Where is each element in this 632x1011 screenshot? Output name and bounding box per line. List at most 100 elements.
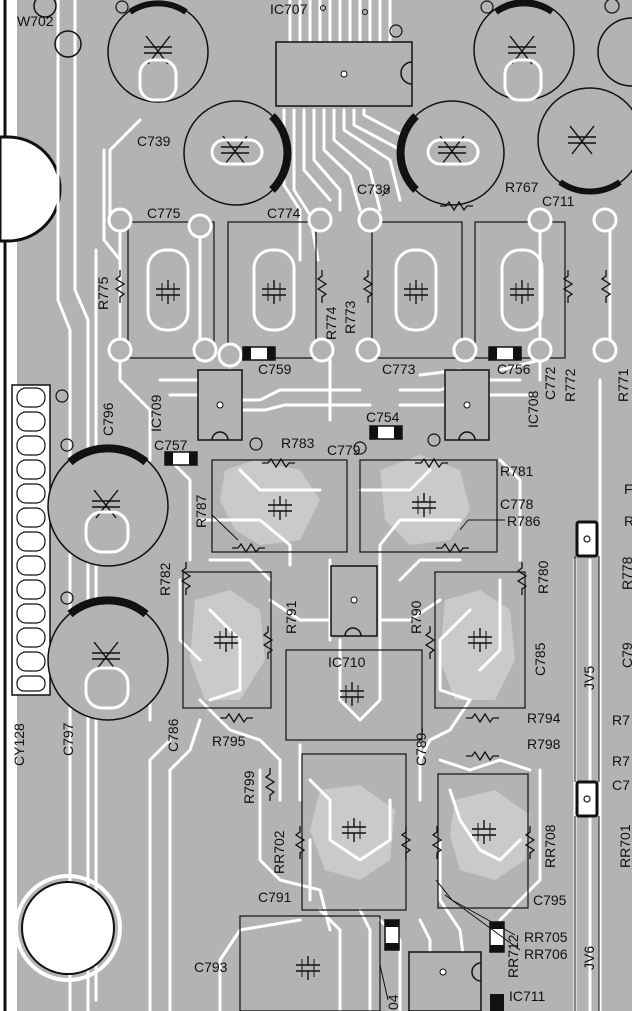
label-edge-c7: C7 xyxy=(612,777,630,793)
label-edge-r: R xyxy=(624,513,632,529)
label-c738: C738 xyxy=(357,181,391,197)
label-c754: C754 xyxy=(366,409,400,425)
label-rr712: RR712 xyxy=(505,934,521,978)
ic-ic711 xyxy=(408,951,482,1011)
cap-box-c773 xyxy=(371,221,463,359)
label-edge-04: 04 xyxy=(385,994,401,1010)
label-c773: C773 xyxy=(382,361,416,377)
label-r786: R786 xyxy=(507,513,541,529)
cap-box-ic710-area xyxy=(285,649,423,741)
label-r795: R795 xyxy=(212,733,246,749)
ic-ic707 xyxy=(275,5,413,107)
label-r790: R790 xyxy=(408,600,424,634)
label-c789: C789- xyxy=(413,728,429,766)
label-r773: R773 xyxy=(342,300,358,334)
label-jv5: JV5 xyxy=(581,666,597,690)
label-c774: C774 xyxy=(267,205,301,221)
label-r781: R781 xyxy=(500,463,534,479)
mounting-hole-bottom xyxy=(21,881,115,975)
ecap-c739 xyxy=(183,100,292,206)
label-ic708: IC708 xyxy=(525,390,541,428)
cap-box-c786 xyxy=(182,571,272,709)
label-cy128: CY128 xyxy=(11,723,27,766)
label-jv6: JV6 xyxy=(581,946,597,970)
label-ic711: IC711 xyxy=(509,988,546,1004)
label-ic710: IC710 xyxy=(328,654,366,670)
resistor-symbols xyxy=(114,200,612,859)
pad-w702 xyxy=(33,0,57,18)
label-c778: C778 xyxy=(500,496,534,512)
ic-ic708 xyxy=(444,369,490,441)
label-r799: R799 xyxy=(241,770,257,804)
label-c785: C785 xyxy=(532,642,548,676)
smd-caps xyxy=(164,346,522,1011)
label-rr708: RR708 xyxy=(542,824,558,868)
label-r775: R775 xyxy=(95,276,111,310)
label-r794: R794 xyxy=(527,710,561,726)
connector-cy128 xyxy=(11,384,51,696)
label-edge-r7a: R7 xyxy=(612,712,630,728)
label-ic709: IC709 xyxy=(148,394,164,432)
label-r791: R791 xyxy=(283,600,299,634)
ecap-r767 xyxy=(537,87,632,195)
cap-box-c779 xyxy=(211,459,348,553)
ic-ic710 xyxy=(330,565,378,637)
label-r787: R787 xyxy=(193,494,209,528)
label-c711: C711 xyxy=(542,193,575,209)
label-r767: R767 xyxy=(505,179,539,195)
label-c779: C779 xyxy=(327,442,361,458)
cap-box-c775 xyxy=(127,221,215,359)
label-r780: R780 xyxy=(535,560,551,594)
cap-box-c778 xyxy=(359,459,498,553)
board-edge-notch xyxy=(0,135,62,243)
label-rr702: RR702 xyxy=(271,830,287,874)
ic-ic709 xyxy=(197,369,243,441)
label-ic707: IC707 xyxy=(270,1,308,17)
label-rr701: RR701 xyxy=(617,824,632,868)
jumper-jv5-bottom xyxy=(575,780,599,818)
cap-box-c795 xyxy=(437,773,529,909)
leader-lines xyxy=(211,187,521,1001)
ecap-c738 xyxy=(396,100,505,206)
label-c757: C757 xyxy=(154,437,188,453)
label-rr705: RR705 xyxy=(524,929,568,945)
label-c791: C791 xyxy=(258,889,292,905)
label-c756: C756 xyxy=(497,361,531,377)
label-edge-r7b: R7 xyxy=(612,753,630,769)
ecap-top-right xyxy=(473,0,575,102)
small-vias xyxy=(249,433,441,455)
label-r778: R778 xyxy=(619,556,632,590)
label-r782: R782 xyxy=(157,562,173,596)
ecap-edge-right xyxy=(597,17,632,87)
label-c795: C795 xyxy=(533,892,567,908)
label-w702: W702 xyxy=(17,13,54,29)
label-rr706: RR706 xyxy=(524,946,568,962)
pad-edge-right xyxy=(604,0,620,14)
label-edge-c79: C79 xyxy=(619,642,632,668)
label-c797: C797 xyxy=(60,722,76,756)
ecap-top-left xyxy=(107,0,209,103)
label-c786: C786 xyxy=(165,718,181,752)
label-c796: C796 xyxy=(100,402,116,436)
mounting-hole-bottom-ring xyxy=(14,874,122,982)
cap-box-c791 xyxy=(301,753,407,911)
label-r798: R798 xyxy=(527,736,561,752)
label-c793: C793 xyxy=(194,959,228,975)
label-c772: C772 xyxy=(542,366,558,400)
label-r772: R772 xyxy=(562,368,578,402)
round-pads xyxy=(107,207,618,368)
label-r774: R774 xyxy=(323,306,339,340)
ecap-c797 xyxy=(47,591,169,721)
label-c775: C775 xyxy=(147,205,181,221)
label-r771: R771 xyxy=(615,368,631,402)
mounting-hole-w702 xyxy=(54,30,82,58)
label-r783: R783 xyxy=(281,435,315,451)
component-labels: W702 IC707 C739 C738 R767 C711 C775 C774… xyxy=(11,1,632,1010)
cap-box-c785 xyxy=(434,571,526,709)
cap-box-c793 xyxy=(239,915,381,1011)
jumper-jv5-top xyxy=(575,520,599,558)
ecap-c796 xyxy=(47,389,169,567)
label-edge-f: F xyxy=(624,481,632,497)
label-c759: C759 xyxy=(258,361,292,377)
